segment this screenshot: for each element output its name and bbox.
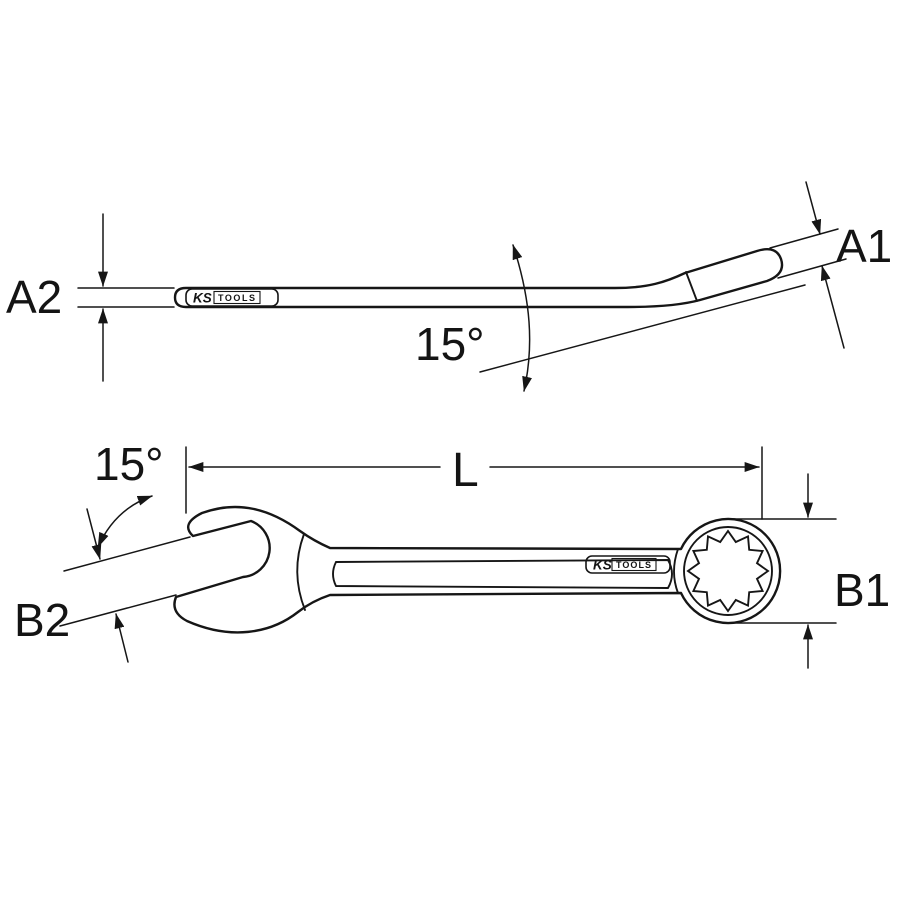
logo-tools-frame (213, 290, 261, 305)
wrench-top-body (173, 505, 782, 634)
wrench-side-view: KS TOOLS A2 15° A1 (6, 181, 892, 392)
dim-b1: B1 (731, 473, 890, 669)
wrench-top-view: KS TOOLS L 15° B2 (14, 438, 890, 669)
a1-arrow-top (805, 181, 822, 235)
shaft-panel-lines (332, 559, 673, 589)
logo-tools-frame (611, 557, 657, 572)
brand-logo-side: KS TOOLS (185, 288, 279, 307)
logo-ks-text: KS (193, 291, 212, 306)
dim-label-l: L (452, 444, 479, 497)
b2-arrow-lower (114, 613, 129, 663)
logo-tools-text: TOOLS (616, 560, 652, 570)
logo-ks-text: KS (593, 558, 612, 573)
dim-l: L (185, 444, 763, 520)
angle-arc (512, 244, 532, 392)
ring-boundary-line (673, 548, 679, 594)
ring-bore-circle (683, 526, 773, 616)
angle-15-top: 15° (94, 438, 164, 548)
head-neck-separator-line (685, 271, 698, 302)
dim-a2: A2 (6, 213, 175, 382)
wrench-side-body (173, 248, 784, 309)
b2-extension-line-lower (59, 594, 177, 627)
open-head-boundary-line (296, 533, 306, 611)
a1-extension-line-bottom (777, 258, 847, 279)
dim-a1: A1 (769, 181, 892, 349)
logo-frame (585, 555, 671, 574)
dim-b2: B2 (14, 508, 191, 663)
angle-label-side: 15° (415, 318, 485, 370)
jaw-angle-arc (97, 495, 153, 548)
angle-label-top: 15° (94, 438, 164, 490)
dim-label-a1: A1 (836, 220, 892, 272)
dim-label-a2: A2 (6, 271, 62, 323)
logo-frame (185, 288, 279, 307)
dim-label-b2: B2 (14, 594, 70, 646)
a1-extension-line-top (769, 228, 839, 249)
brand-logo-top: KS TOOLS (585, 555, 671, 574)
angle-reference-line (479, 284, 806, 373)
b2-arrow-upper (86, 508, 102, 560)
b2-extension-line-upper (63, 536, 191, 572)
ring-12point-profile (686, 529, 770, 613)
logo-tools-text: TOOLS (218, 293, 256, 303)
a1-arrow-bottom (820, 265, 845, 349)
angle-15-side: 15° (415, 244, 806, 392)
dim-label-b1: B1 (834, 564, 890, 616)
